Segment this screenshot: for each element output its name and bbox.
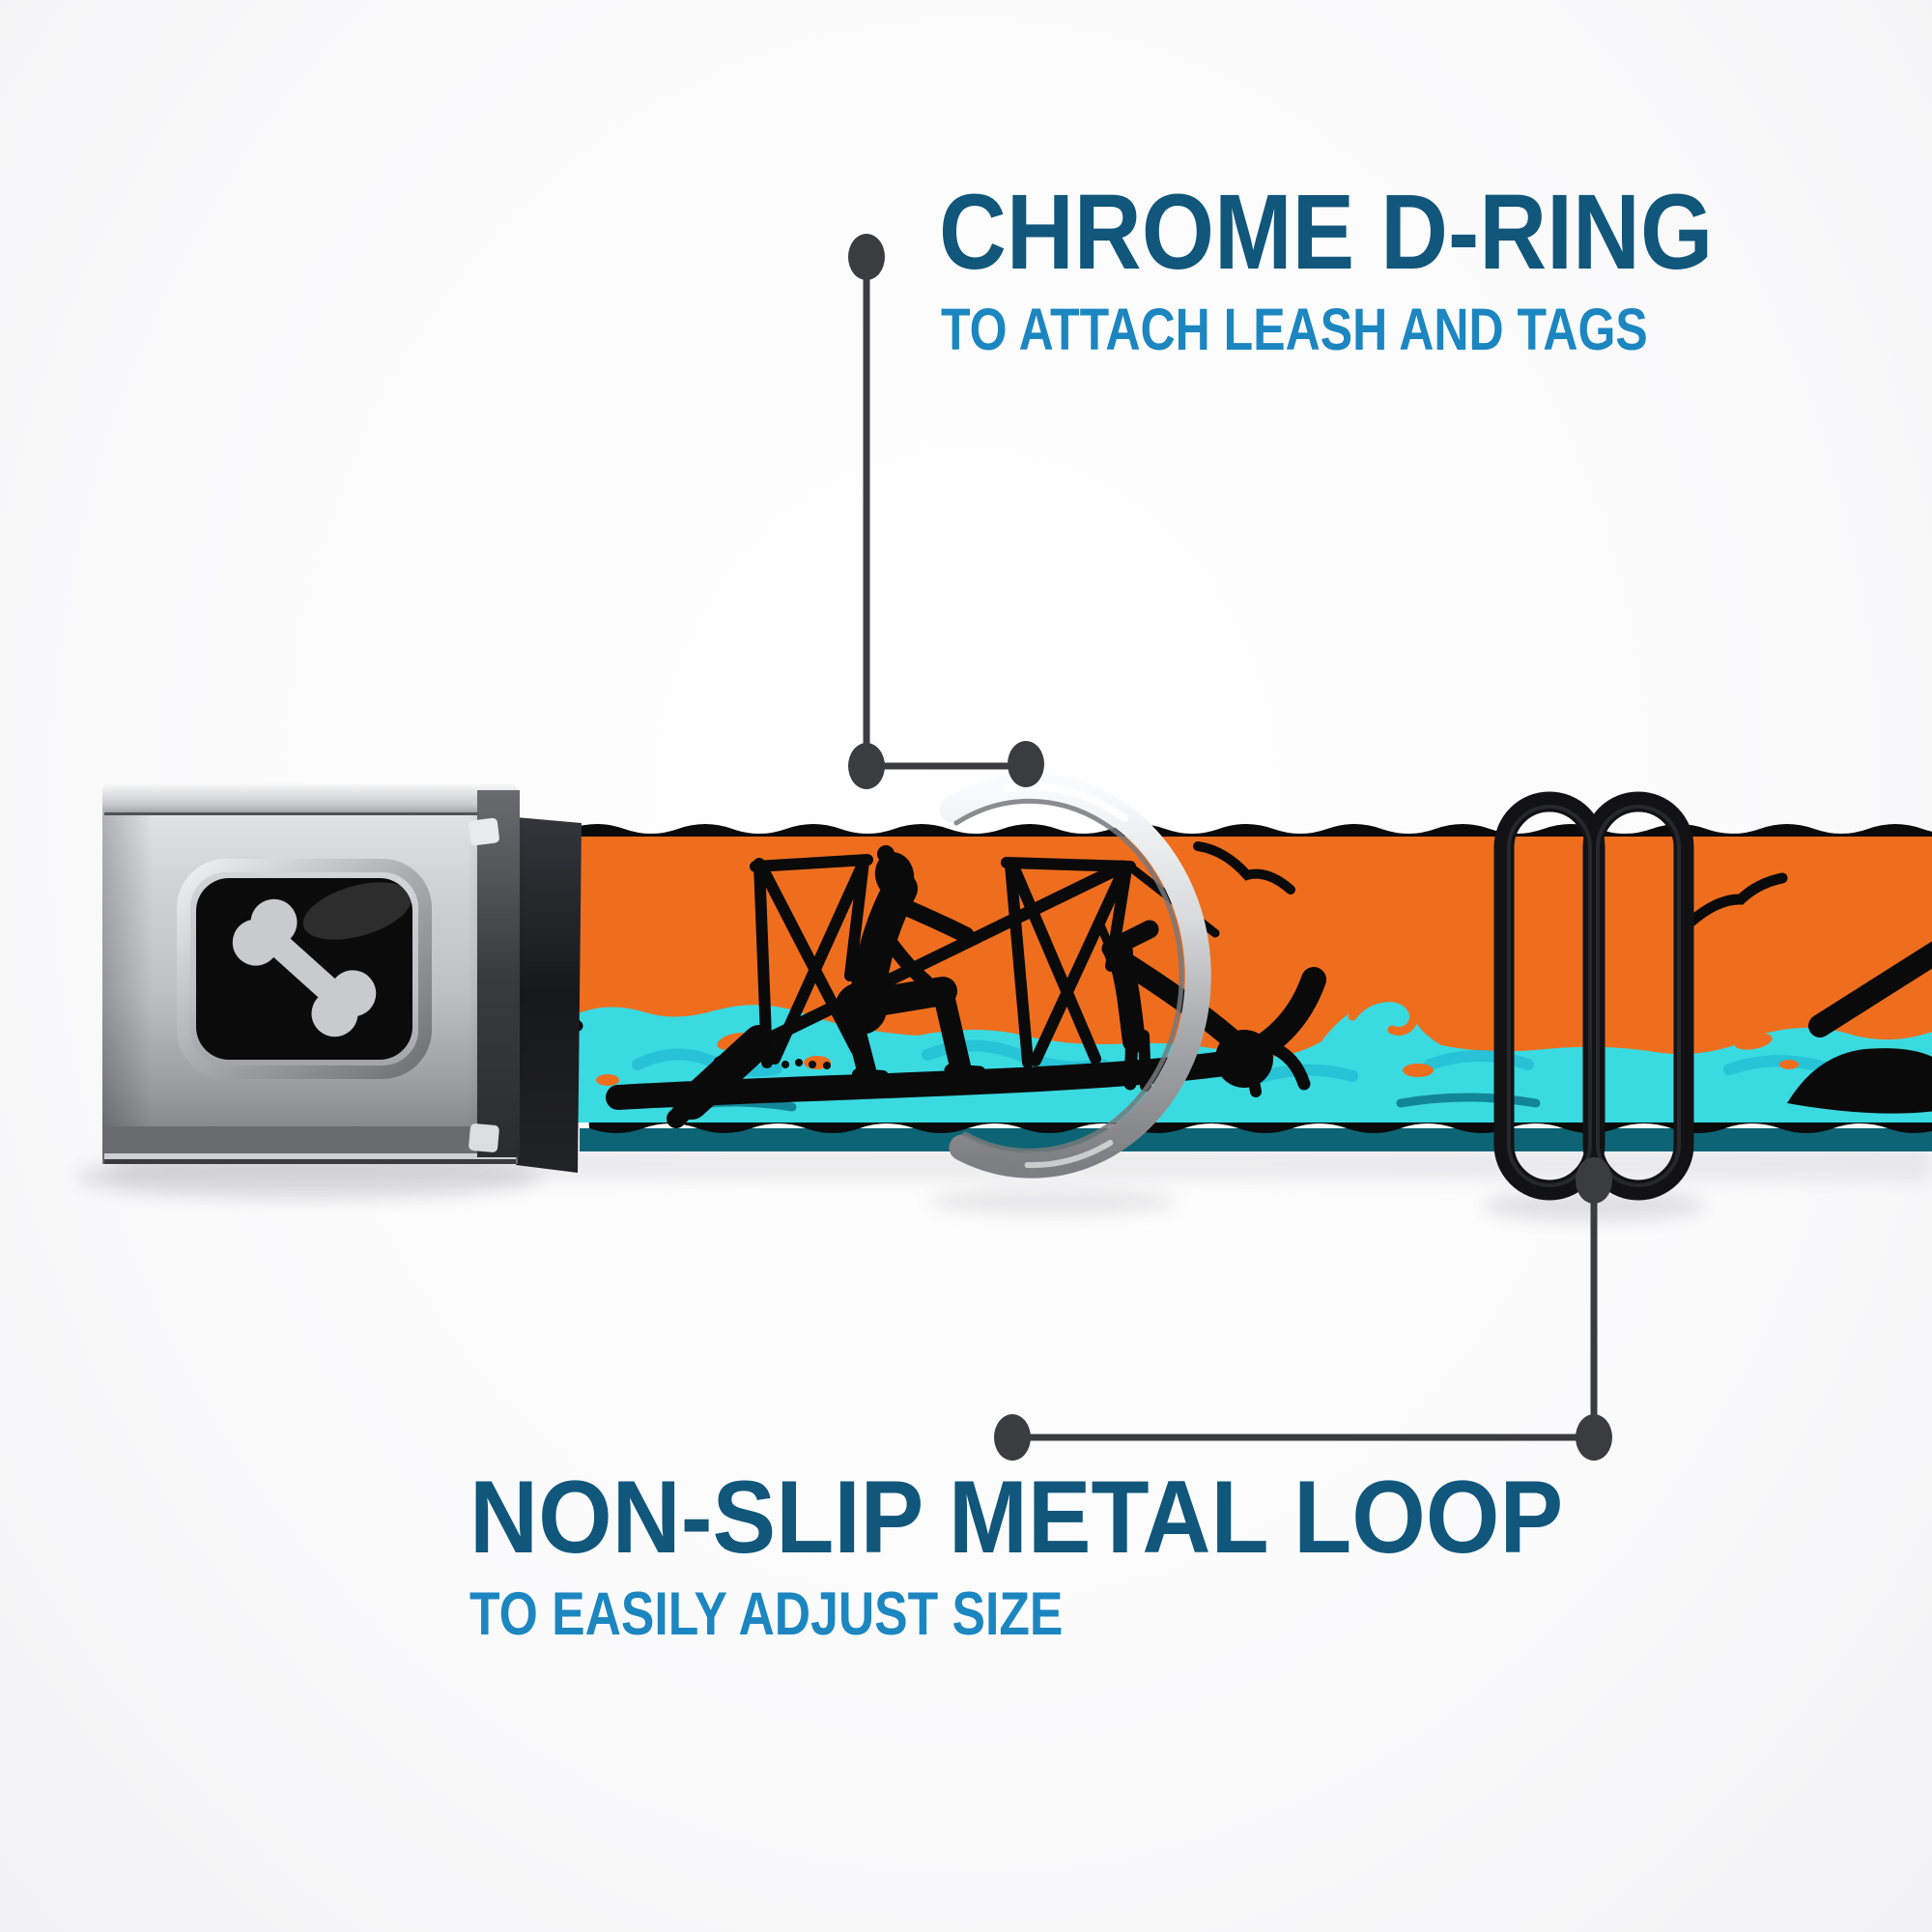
metal-loop-headline: NON-SLIP METAL LOOP xyxy=(469,1459,1564,1575)
bird-icon xyxy=(1677,872,1788,935)
chrome-d-ring xyxy=(939,773,1211,1179)
ring-glint-bottom xyxy=(950,783,1202,1169)
callout-dot xyxy=(848,234,885,280)
buckle-top-seam xyxy=(104,812,516,815)
bird-icon xyxy=(1193,841,1295,895)
callout-dot xyxy=(1576,1157,1612,1204)
callout-dot xyxy=(1576,1414,1612,1461)
strap-fold-webbing xyxy=(516,817,582,1173)
wave-curl xyxy=(1348,993,1418,1036)
buckle-top-lip xyxy=(102,782,518,814)
seatbelt-buckle xyxy=(102,782,520,1164)
metal-loop-subheadline: TO EASILY ADJUST SIZE xyxy=(469,1580,1064,1648)
buckle-clip-bottom xyxy=(469,1123,499,1152)
dog-bone-icon xyxy=(232,898,377,1037)
paddleboard-silhouette xyxy=(606,967,1326,1110)
adjustable-strap xyxy=(529,824,1932,1151)
buckle-window-bevel xyxy=(177,859,432,1079)
paddle-silhouette xyxy=(713,860,1129,1069)
callout-top-connector xyxy=(848,234,1044,789)
callout-dot xyxy=(1008,741,1044,787)
buckle-bottom-highlight xyxy=(104,1153,516,1159)
callout-bottom-connector xyxy=(994,1157,1612,1461)
buckle-latch-strip xyxy=(477,790,520,1157)
paddle-blade xyxy=(675,1025,776,1120)
ring-glint-top xyxy=(949,782,1203,1170)
non-slip-metal-loop xyxy=(1493,791,1694,1201)
window-gloss xyxy=(302,882,412,940)
strap-silhouettes xyxy=(529,841,1932,1128)
buckle-bottom-edge xyxy=(104,1159,516,1164)
d-ring-subheadline: TO ATTACH LEASH AND TAGS xyxy=(941,297,1648,362)
buckle-clip-top xyxy=(469,817,499,846)
d-ring-headline: CHROME D-RING xyxy=(939,173,1714,292)
partial-scene-right xyxy=(1787,941,1932,1114)
paddleboarder-silhouette xyxy=(667,845,1129,1128)
callout-dot xyxy=(994,1414,1031,1461)
callout-dot xyxy=(848,743,885,789)
